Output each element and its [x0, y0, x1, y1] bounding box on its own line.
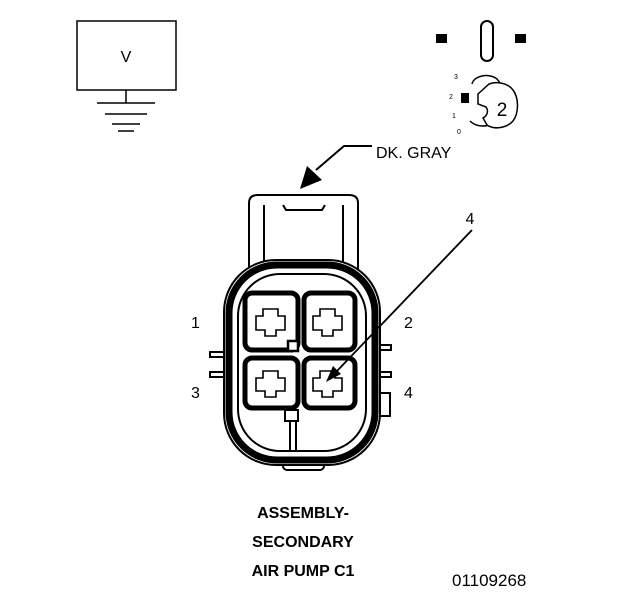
wire-arrowhead-icon	[300, 166, 322, 189]
terminal-1-icon	[255, 308, 286, 337]
figure-id: 01109268	[452, 571, 527, 590]
terminal-4-icon	[312, 370, 343, 398]
terminal-4-callout: 4	[326, 211, 475, 382]
pin-label-4: 4	[404, 385, 413, 402]
terminal-3-icon	[255, 370, 286, 398]
pin-label-3: 3	[191, 385, 200, 402]
pin-label-2: 2	[404, 315, 413, 332]
connector-housing-inner	[237, 273, 367, 452]
voltmeter-symbol: V	[76, 20, 177, 132]
connector-body	[209, 194, 392, 471]
cavity-1	[242, 290, 301, 353]
title-line-3: AIR PUMP C1	[251, 563, 355, 580]
switch-scale-3: 3	[454, 74, 458, 81]
switch-key-icon	[477, 81, 519, 129]
switch-contact-left-icon	[436, 34, 447, 43]
switch-scale-2: 2	[449, 94, 453, 101]
ground-icon	[97, 102, 155, 132]
cavity-3	[242, 355, 301, 411]
switch-scale-0: 0	[457, 129, 461, 136]
callout-number: 4	[466, 211, 475, 228]
switch-position-label: 2	[497, 100, 508, 121]
pin-label-1: 1	[191, 315, 200, 332]
callout-arrowhead-icon	[326, 366, 341, 382]
switch-pointer-icon	[461, 93, 469, 103]
connector-key-rib	[284, 409, 299, 451]
connector-lock-tab	[248, 194, 359, 270]
wire-color-leader: DK. GRAY	[300, 145, 452, 189]
switch-contact-right-icon	[515, 34, 526, 43]
voltmeter-label: V	[121, 49, 132, 66]
title-line-1: ASSEMBLY-	[257, 505, 349, 522]
connector-housing-band	[225, 261, 379, 464]
switch-scale-1: 1	[452, 113, 456, 120]
title-line-2: SECONDARY	[252, 534, 354, 551]
connector-key	[286, 339, 300, 353]
switch-slot-icon	[480, 20, 494, 62]
terminal-2-icon	[312, 308, 343, 337]
ignition-switch-symbol: 3 2 1 0 2	[436, 20, 526, 136]
cavity-2	[301, 290, 358, 353]
cavity-4	[301, 355, 358, 411]
wire-color-label: DK. GRAY	[376, 145, 452, 162]
